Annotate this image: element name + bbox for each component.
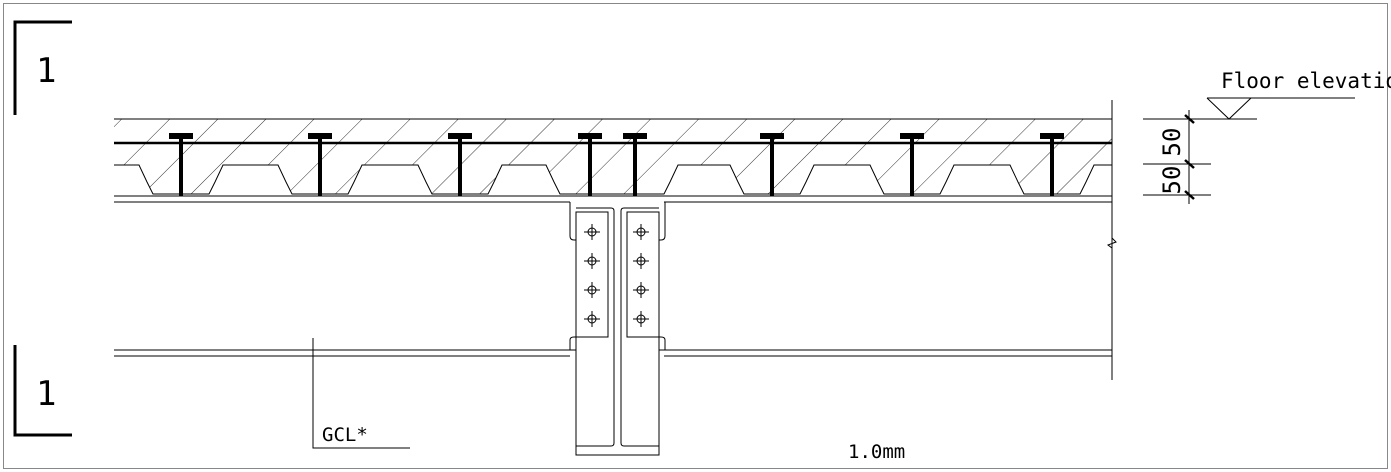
shear-stud [623, 133, 647, 196]
bolt-icon [584, 311, 600, 327]
shear-stud [578, 133, 602, 196]
section-mark-top-label: 1 [36, 51, 56, 91]
bolt-icon [584, 224, 600, 240]
section-mark-bottom: 1 [13, 345, 72, 437]
bolt-icon [633, 311, 649, 327]
section-mark-bottom-label: 1 [36, 374, 56, 414]
shear-stud [448, 133, 472, 196]
secondary-beam [114, 349, 1112, 357]
connection-plate-left [575, 211, 609, 338]
steel-deck-profile [114, 164, 1112, 195]
bolt-icon [633, 282, 649, 298]
break-symbol [1106, 237, 1117, 249]
section-mark-top: 1 [13, 20, 72, 115]
steel-beam-section [569, 202, 666, 456]
shear-stud [169, 133, 193, 196]
ceiling-leader: GCL* [312, 338, 410, 449]
dimension-group: 50 50 [1143, 110, 1257, 204]
concrete-hatch [114, 119, 1112, 194]
bolt-icon [584, 253, 600, 269]
shear-stud [1040, 133, 1064, 196]
dimension-lower: 50 [1158, 166, 1186, 195]
ceiling-label: GCL* [322, 424, 368, 446]
composite-slab [114, 118, 1112, 203]
dimension-upper: 50 [1158, 128, 1186, 157]
thickness-label: 1.0mm [848, 441, 905, 463]
bolt-icon [633, 253, 649, 269]
bolt-icon [584, 282, 600, 298]
bolt-icon [633, 224, 649, 240]
drawing-border [3, 3, 1388, 469]
connection-plate-right [626, 211, 660, 338]
shear-stud [900, 133, 924, 196]
floor-elevation-marker: Floor elevation [1206, 69, 1391, 120]
floor-elevation-label: Floor elevation [1221, 69, 1391, 93]
shear-stud [760, 133, 784, 196]
shear-stud [308, 133, 332, 196]
